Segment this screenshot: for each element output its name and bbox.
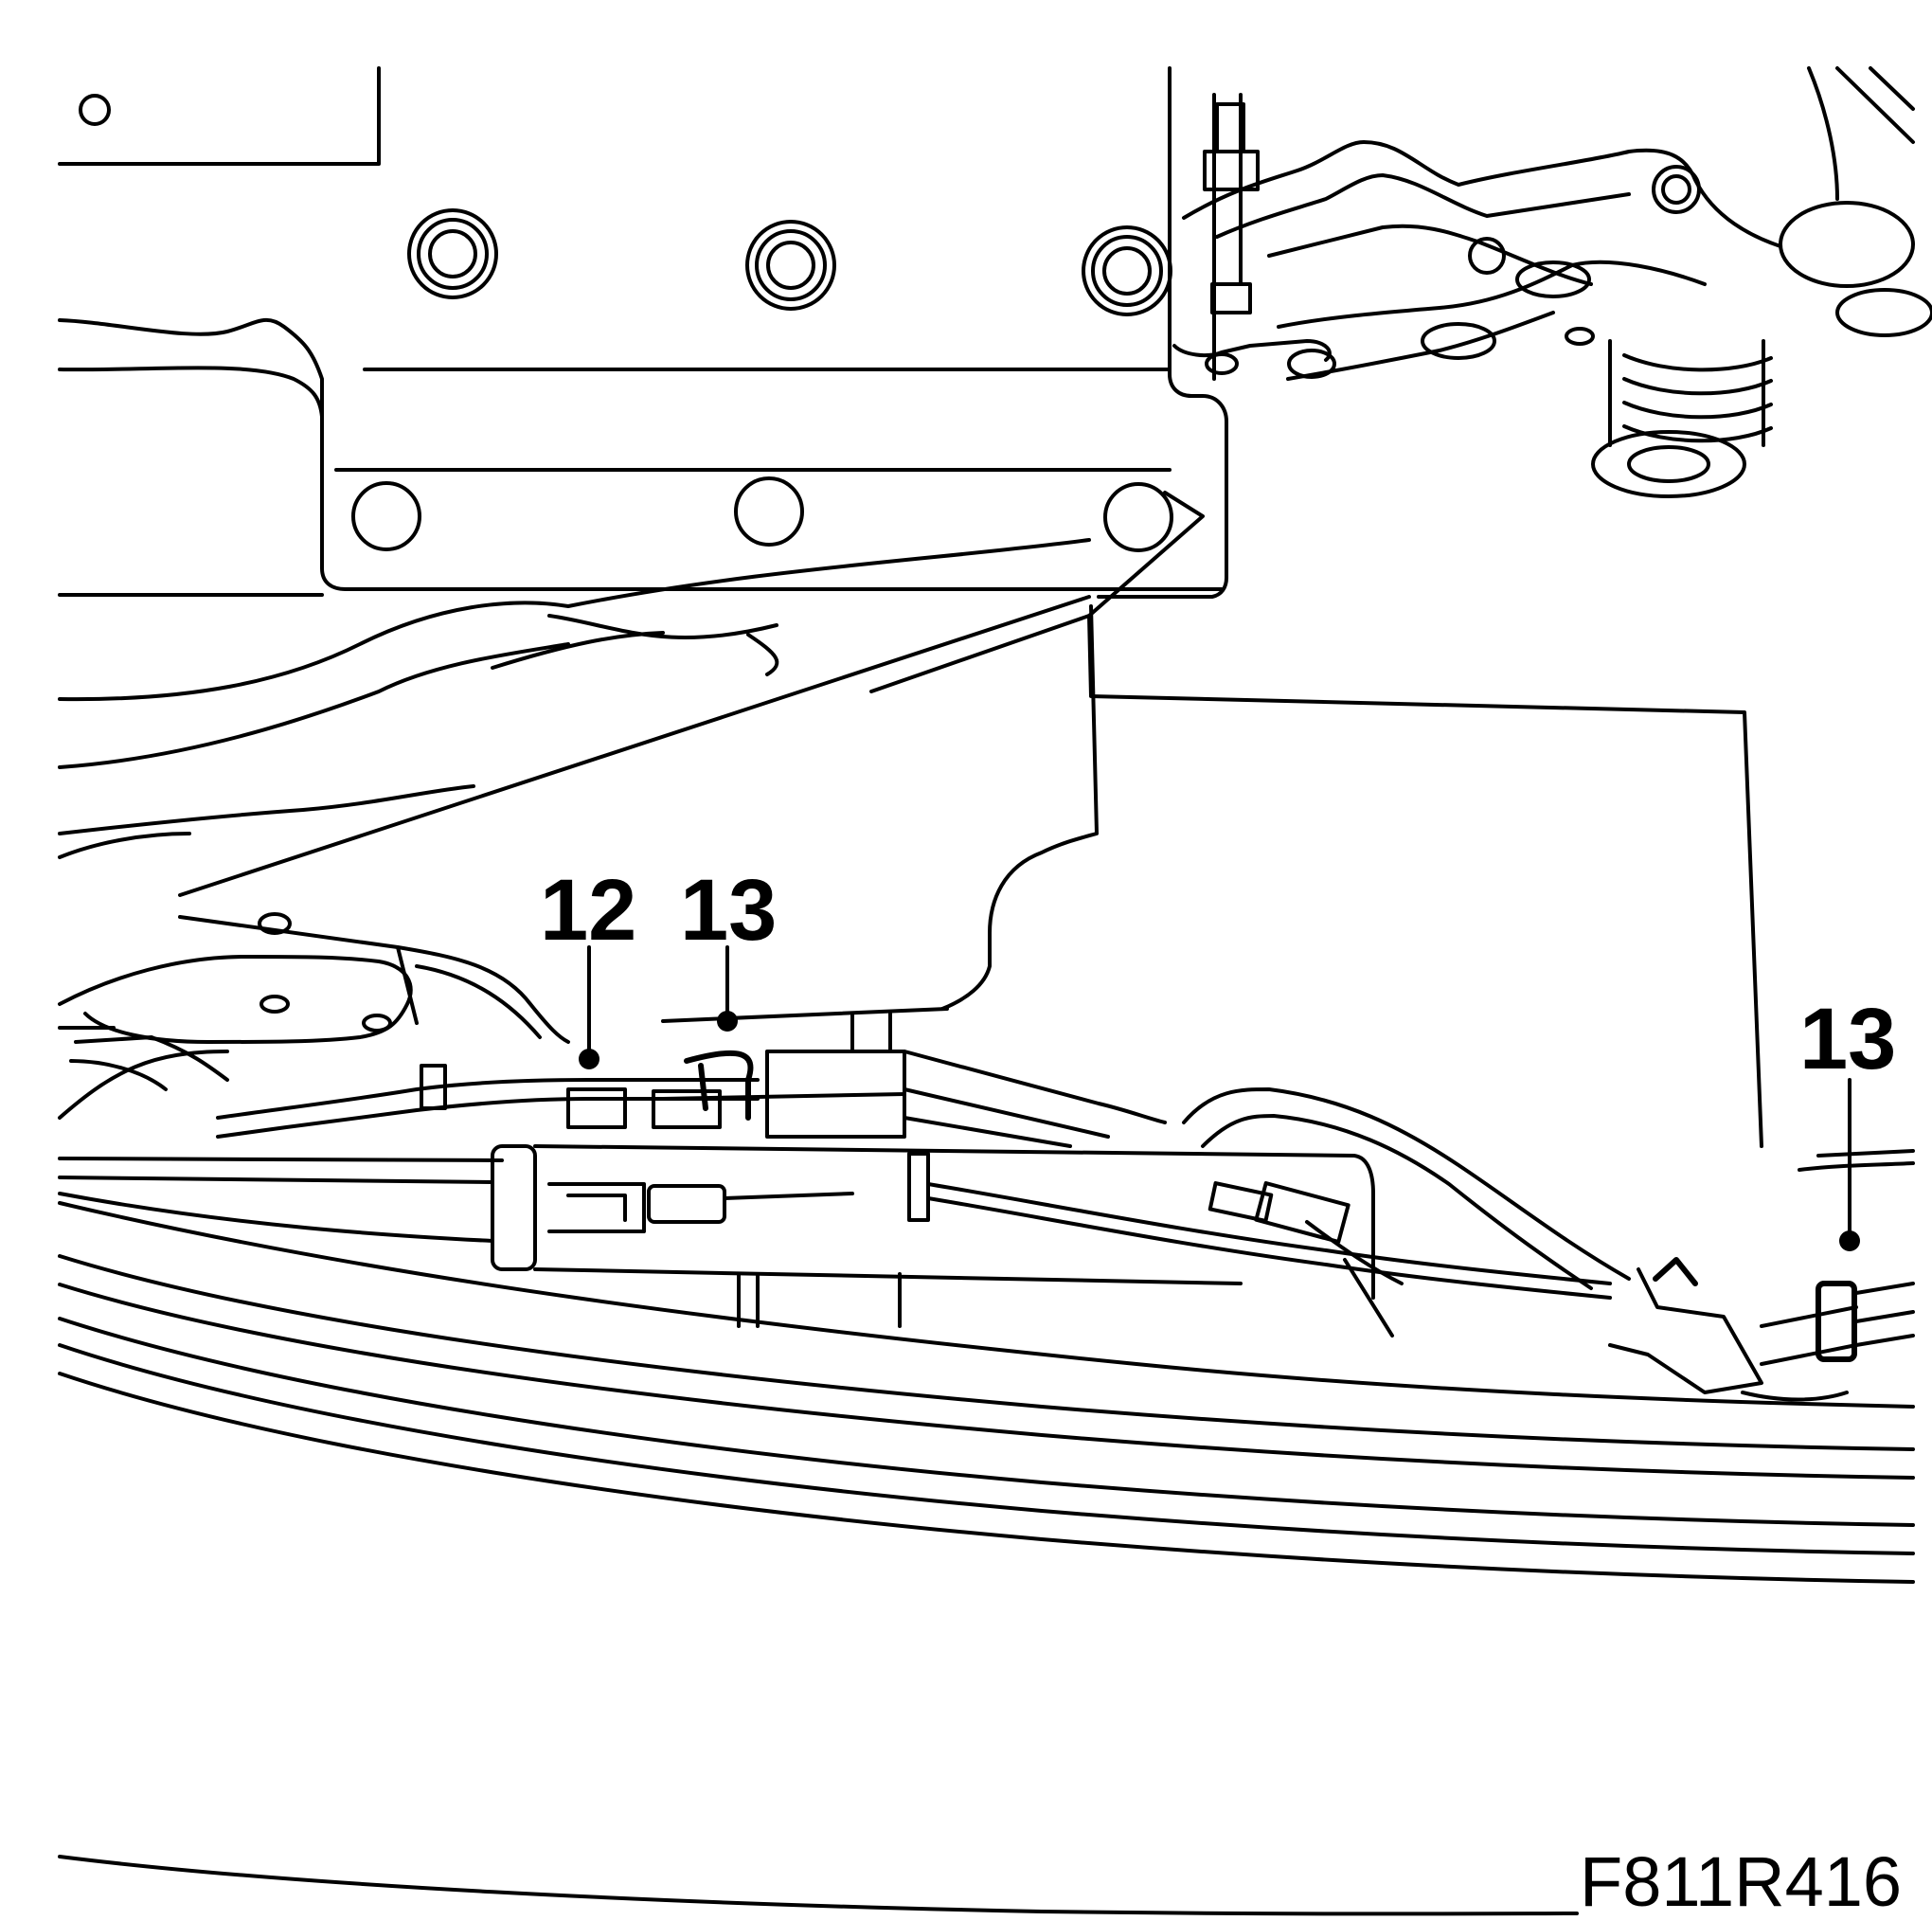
callout-13-left: 13 <box>680 862 777 959</box>
linkage-assembly <box>1172 66 1915 381</box>
axle-tube <box>58 1012 1612 1328</box>
coil-spring-bushing <box>1591 201 1932 498</box>
subframe <box>58 66 1228 693</box>
wiring-harness-left <box>216 1050 1167 1148</box>
lower-body-panels <box>58 1201 1915 1916</box>
left-hub-assembly <box>58 912 570 1120</box>
top-left-bracket <box>58 66 381 166</box>
wiring-harness-right <box>1182 1087 1915 1402</box>
callout-leaders <box>579 945 1860 1251</box>
figure-id-label: F811R416 <box>1580 1842 1902 1921</box>
transmission-housing <box>661 604 1763 1148</box>
top-bolt-bosses <box>407 208 1172 316</box>
callout-13-right: 13 <box>1799 991 1896 1087</box>
callout-12: 12 <box>540 862 636 959</box>
crossmember <box>58 538 1091 897</box>
